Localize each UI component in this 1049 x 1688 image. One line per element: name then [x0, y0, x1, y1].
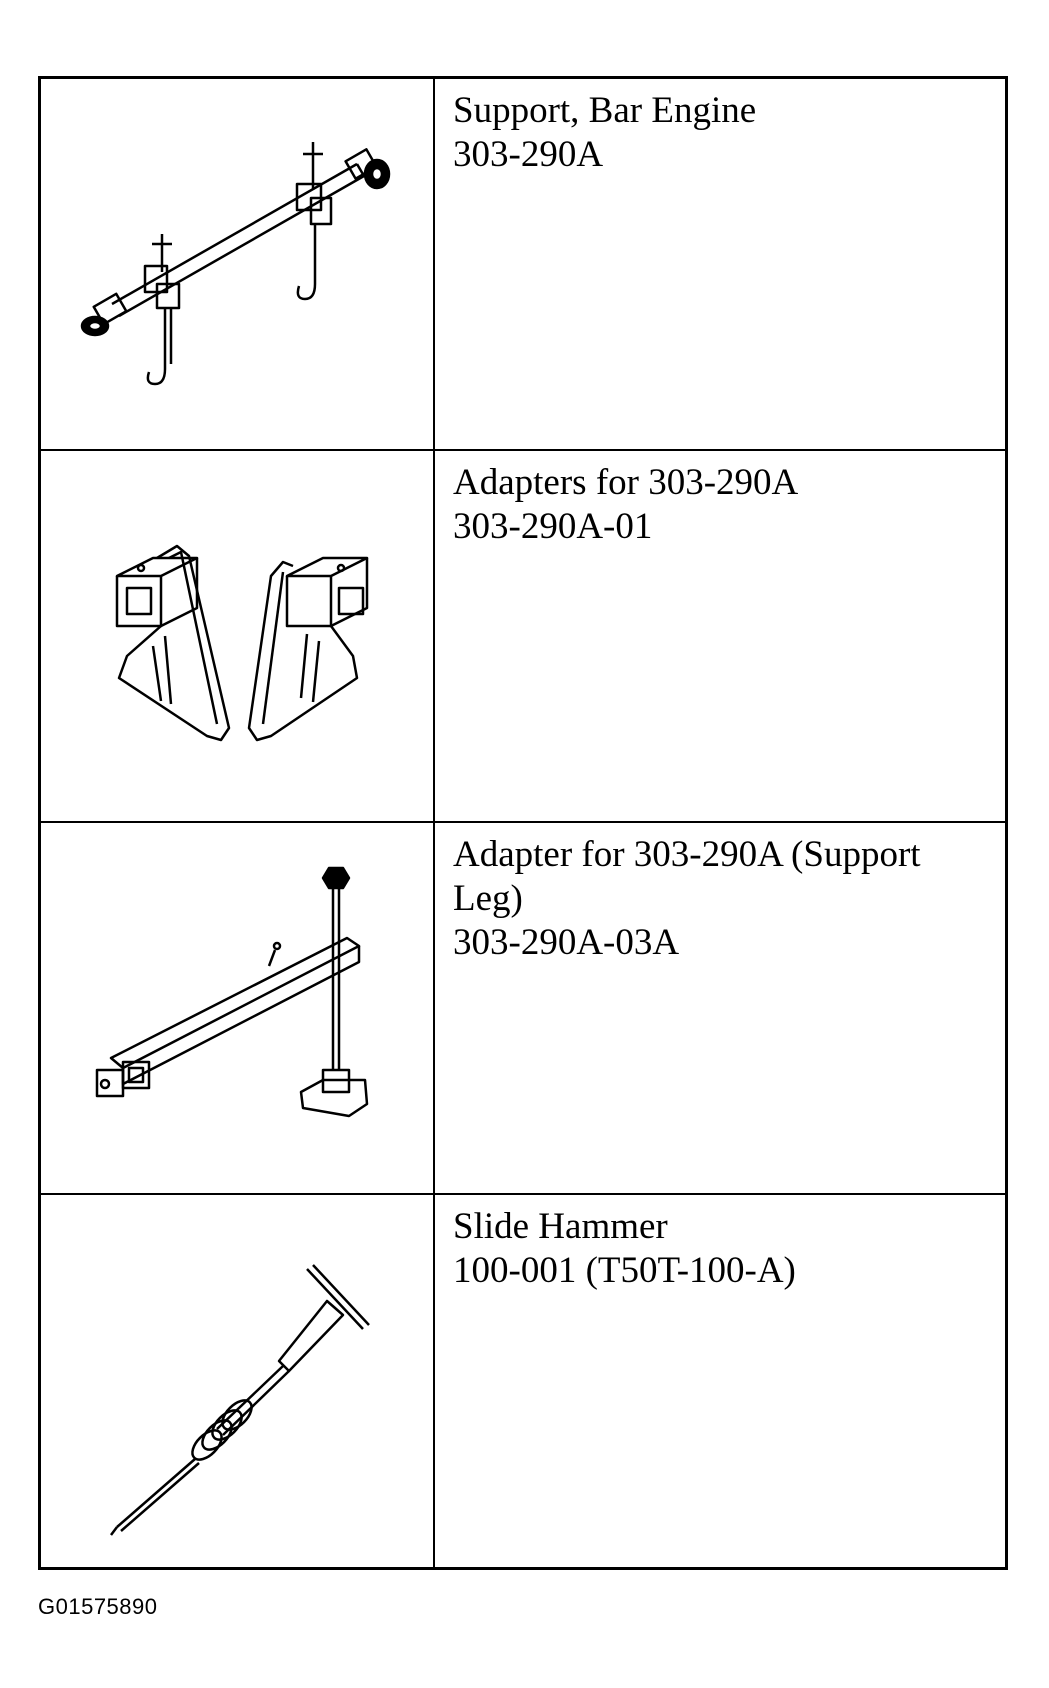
figure-id: G01575890 [38, 1594, 158, 1619]
adapters-illustration [115, 544, 369, 742]
tool-illustration-cell [41, 451, 435, 823]
tool-description-cell: Adapters for 303-290A 303-290A-01 [435, 451, 1005, 823]
tool-description-cell: Support, Bar Engine 303-290A [435, 79, 1005, 451]
tool-description-cell: Adapter for 303-290A (Support Leg) 303-2… [435, 823, 1005, 1195]
tool-name: Adapter for 303-290A (Support Leg) [453, 834, 921, 919]
tool-illustration-cell [41, 79, 435, 451]
tool-description-cell: Slide Hammer 100-001 (T50T-100-A) [435, 1195, 1005, 1567]
tool-name: Support, Bar Engine [453, 90, 757, 131]
support-leg-adapter-illustration [95, 866, 369, 1118]
slide-hammer-illustration [110, 1264, 370, 1536]
tool-illustration-cell [41, 1195, 435, 1567]
tool-name: Adapters for 303-290A [453, 462, 799, 503]
tool-part-number: 303-290A-03A [453, 922, 680, 963]
engine-support-bar-illustration [80, 142, 391, 386]
special-tools-table: Support, Bar Engine 303-290A [38, 76, 1008, 1570]
tool-part-number: 100-001 (T50T-100-A) [453, 1250, 796, 1291]
tool-illustration-cell [41, 823, 435, 1195]
tool-name: Slide Hammer [453, 1206, 668, 1247]
tool-part-number: 303-290A [453, 134, 604, 175]
tool-part-number: 303-290A-01 [453, 506, 653, 547]
